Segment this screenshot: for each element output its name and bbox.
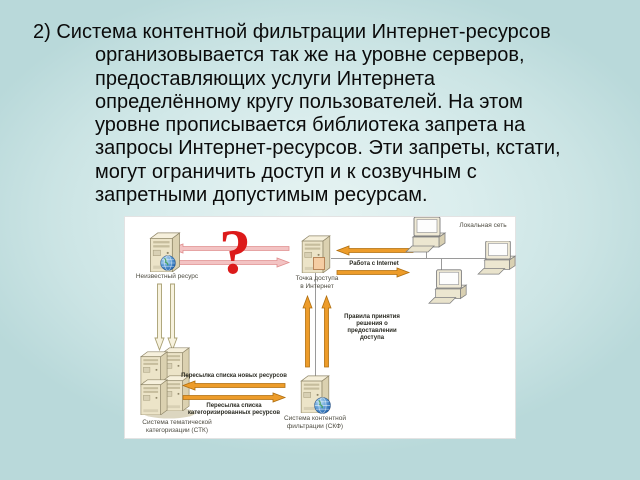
lan-stub-top [426, 251, 427, 258]
server-link-line [315, 271, 316, 377]
stk-server-cluster-icon [140, 347, 195, 419]
send-categorized-arrow [182, 392, 287, 403]
globe-icon [160, 255, 176, 271]
computer-icon-right [477, 241, 519, 277]
skf-up-arrow-1 [302, 294, 313, 368]
diagram-panel: ? Неизвестный ресурс Система тематическо… [124, 216, 516, 439]
firewall-box-icon [313, 257, 325, 270]
paragraph-line: определённому кругу пользователей. На эт… [95, 90, 523, 113]
access-point-label: Точка доступа в Интернет [295, 275, 339, 290]
server-to-lan-arrow [336, 267, 411, 278]
stk-label: Система тематической категоризации (СТК) [142, 419, 212, 434]
new-resource-down-arrow-1 [154, 283, 165, 352]
computer-icon-top [405, 217, 449, 255]
lan-stub-bottom [441, 258, 442, 272]
paragraph-line: запретными допустимым ресурсам. [95, 184, 428, 207]
new-resource-down-arrow-2 [167, 283, 178, 352]
lan-line [331, 258, 493, 259]
computer-icon-bottom [428, 269, 470, 307]
paragraph-line: могут ограничить доступ и к созвучным с [95, 160, 477, 183]
paragraph-line: запросы Интернет-ресурсов. Эти запреты, … [95, 137, 561, 160]
paragraph-line: предоставляющих услуги Интернета [95, 67, 435, 90]
question-mark: ? [219, 216, 251, 287]
globe-icon [314, 397, 331, 414]
skf-label: Система контентной фильтрации (СКФ) [283, 415, 347, 430]
paragraph-line: уровне прописывается библиотека запрета … [95, 114, 526, 137]
body-text: 2) Система контентной фильтрации Интерне… [33, 21, 561, 207]
paragraph-line: 2) Система контентной фильтрации Интерне… [33, 21, 551, 43]
lan-to-server-arrow [335, 245, 414, 256]
paragraph-line: организовывается так же на уровне сервер… [95, 44, 525, 67]
access-rules-label: Правила принятия решения о предоставлени… [344, 314, 400, 341]
skf-up-arrow-2 [321, 294, 332, 368]
local-network-label: Локальная сеть [459, 222, 507, 229]
work-internet-label: Работа с Internet [349, 261, 399, 267]
blocked-request-right-arrow [170, 257, 291, 268]
send-new-list-label: Пересылка списка новых ресурсов [181, 373, 287, 379]
send-new-list-arrow [181, 380, 286, 391]
send-categorized-label: Пересылка списка категоризированных ресу… [187, 403, 281, 416]
unknown-resource-label: Неизвестный ресурс [135, 273, 199, 280]
